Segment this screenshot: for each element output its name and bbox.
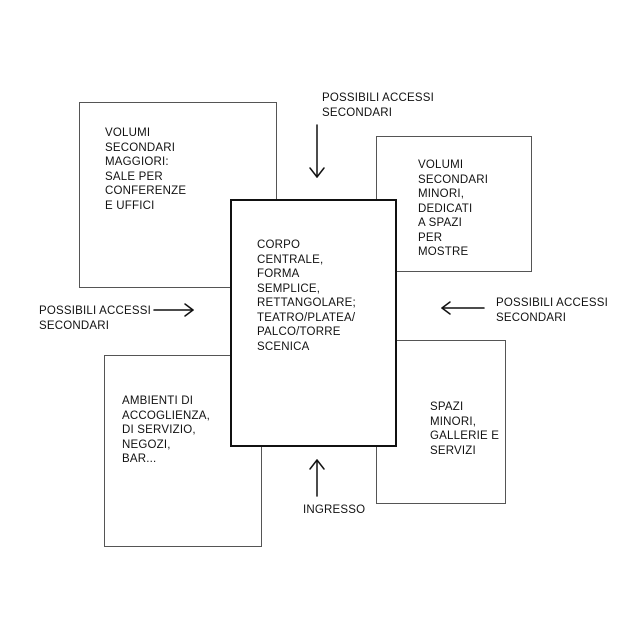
secondary-volume-top-right bbox=[376, 136, 532, 272]
arrow-up-icon bbox=[309, 459, 325, 497]
arrow-down-icon bbox=[309, 124, 325, 178]
arrow-left-icon bbox=[441, 301, 485, 315]
central-body-text: CORPO CENTRALE, FORMA SEMPLICE, RETTANGO… bbox=[257, 239, 356, 353]
top-left-box-text: VOLUMI SECONDARI MAGGIORI: SALE PER CONF… bbox=[105, 127, 187, 212]
access-label-left: POSSIBILI ACCESSI SECONDARI bbox=[39, 305, 152, 332]
secondary-volume-bottom-right bbox=[376, 340, 506, 504]
access-label-bottom: INGRESSO bbox=[303, 504, 366, 516]
access-label-right: POSSIBILI ACCESSI SECONDARI bbox=[496, 297, 609, 324]
top-right-box-text: VOLUMI SECONDARI MINORI, DEDICATI A SPAZ… bbox=[418, 159, 489, 258]
bottom-right-box-text: SPAZI MINORI, GALLERIE E SERVIZI bbox=[430, 401, 500, 457]
bottom-left-box-text: AMBIENTI DI ACCOGLIENZA, DI SERVIZIO, NE… bbox=[122, 395, 211, 465]
access-label-top: POSSIBILI ACCESSI SECONDARI bbox=[322, 92, 435, 119]
arrow-right-icon bbox=[153, 303, 194, 317]
central-body-box bbox=[230, 199, 397, 447]
